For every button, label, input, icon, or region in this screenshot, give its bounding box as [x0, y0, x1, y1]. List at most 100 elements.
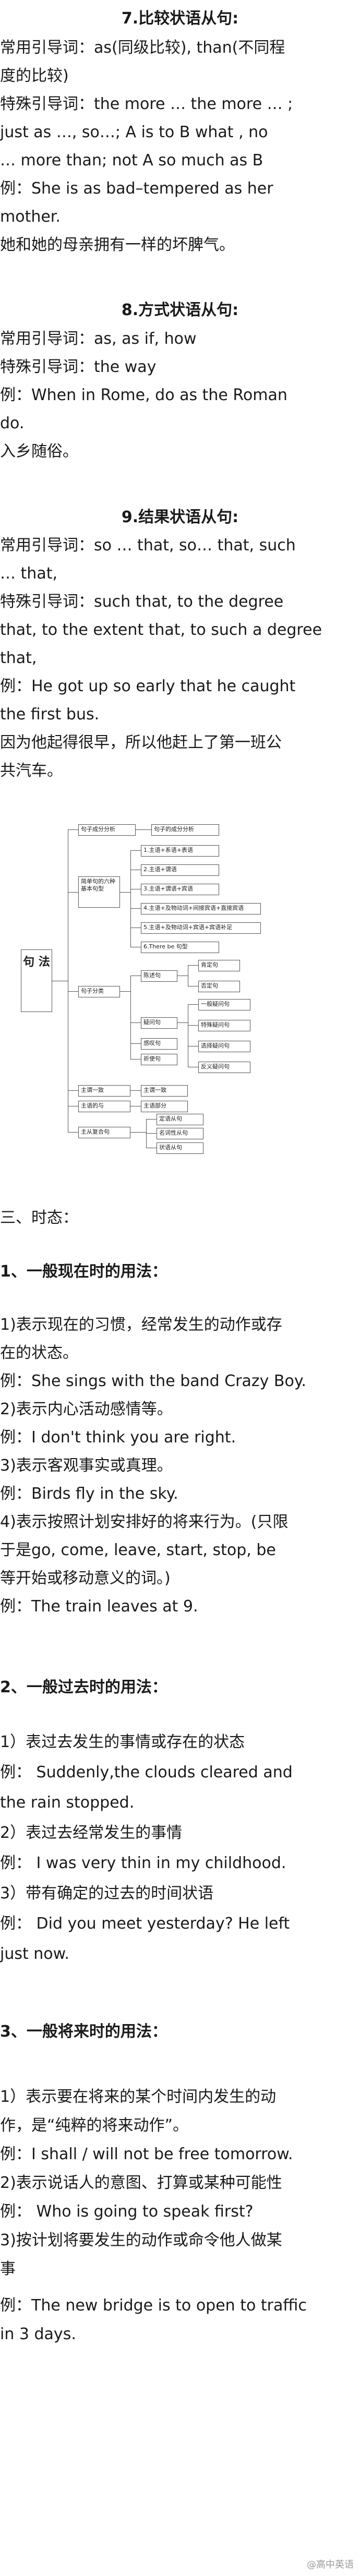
connector: [130, 850, 131, 947]
diagram-node: 主语部分: [141, 1101, 188, 1112]
connector: [68, 991, 78, 992]
diagram-root: 句 法: [21, 949, 52, 1012]
tense-1-example: 例：I don't think you are right.: [0, 1428, 236, 1447]
diagram-node: 句子分类: [78, 986, 120, 997]
section-9-line: … that,: [0, 564, 57, 583]
section-9-line: that, to the extent that, to such a degr…: [0, 621, 322, 639]
diagram-node: 4.主语+及物动词+间接宾语+直接宾语: [141, 903, 261, 914]
section-7-translation: 她和她的母亲拥有一样的坏脾气。: [0, 236, 235, 254]
diagram-node: 感叹句: [141, 1038, 177, 1050]
tense-2-example: 例： I was very thin in my childhood.: [0, 1854, 286, 1872]
diagram-node: 2.主语+谓语: [141, 864, 219, 876]
section-8-title: 8.方式状语从句:: [121, 301, 239, 319]
section-7-line: 常用引导词：as(同级比较), than(不同程: [0, 39, 285, 57]
tense-3-example: in 3 days.: [0, 2325, 76, 2343]
section-7-line: 度的比较): [0, 67, 69, 85]
diagram-node: 定语从句: [157, 1114, 203, 1125]
diagram-node: 5.主语+及物动词+宾语+宾语补足: [141, 922, 261, 934]
diagram-node: 特殊疑问句: [198, 1020, 250, 1031]
tense-1-title: 1、一般现在时的用法：: [0, 1262, 167, 1281]
diagram-node: 选择疑问句: [198, 1041, 250, 1052]
section-7-example: mother.: [0, 208, 61, 226]
diagram-node: 主谓一致: [141, 1085, 188, 1097]
connector: [68, 1090, 78, 1091]
section-9-line: 常用引导词：so … that, so… that, such: [0, 536, 296, 555]
connector: [130, 1090, 141, 1091]
section-9-translation: 共汽车。: [0, 762, 63, 780]
connector: [130, 1059, 141, 1060]
diagram-node: 名词性从句: [157, 1128, 203, 1139]
tense-1-line: 等开始或移动意义的词。): [0, 1569, 171, 1587]
section-7-title: 7.比较状语从句:: [121, 9, 239, 28]
diagram-node: 句子的成分分析: [151, 824, 219, 836]
connector: [120, 991, 130, 992]
tense-1-line: 1)表示现在的习惯，经常发生的动作或存: [0, 1316, 282, 1334]
diagram-node: 反义疑问句: [198, 1062, 250, 1073]
connector: [188, 1004, 198, 1005]
tense-3-line: 事: [0, 2260, 16, 2278]
diagram-node: 句子成分分析: [78, 824, 136, 836]
diagram-node: 状语从句: [157, 1142, 203, 1154]
tense-2-example: 例： Suddenly,the clouds cleared and: [0, 1763, 293, 1781]
tense-1-example: 例：She sings with the band Crazy Boy.: [0, 1372, 306, 1390]
section-9-line: 特殊引导词：such that, to the degree: [0, 593, 284, 611]
tense-1-example: 例：The train leaves at 9.: [0, 1597, 198, 1616]
connector: [130, 1022, 141, 1023]
section-9-translation: 因为他起得很早，所以他赶上了第一班公: [0, 733, 282, 752]
section-7-line: 特殊引导词：the more … the more … ;: [0, 95, 293, 113]
tense-1-line: 在的状态。: [0, 1344, 78, 1362]
connector: [146, 1119, 157, 1120]
diagram-node: 否定句: [198, 981, 240, 992]
connector: [68, 1132, 78, 1133]
tense-1-line: 2)表示内心活动感情等。: [0, 1400, 173, 1418]
tense-3-line: 2)表示说话人的意图、打算或某种可能性: [0, 2174, 282, 2192]
watermark: @高中英语: [307, 2559, 354, 2570]
tense-2-line: 3）带有确定的过去的时间状语: [0, 1884, 214, 1903]
connector: [177, 1022, 188, 1023]
diagram-node: 肯定句: [198, 960, 240, 971]
tense-1-line: 4)表示按照计划安排好的将来行为。(只限: [0, 1513, 289, 1531]
connector: [68, 829, 78, 830]
section-7-line: just as …, so…; A is to B what , no: [0, 123, 268, 141]
section-7-example: 例：She is as bad–tempered as her: [0, 179, 273, 198]
tense-1-example: 例：Birds fly in the sky.: [0, 1485, 178, 1503]
diagram-node: 主语的与: [78, 1101, 130, 1112]
connector: [146, 1133, 157, 1134]
section-9-line: that,: [0, 649, 37, 667]
diagram-node: 主从复合句: [78, 1127, 130, 1138]
tense-2-line: 1）表过去发生的事情或存在的状态: [0, 1733, 245, 1751]
diagram-node: 主谓一致: [78, 1085, 130, 1097]
connector: [130, 1132, 146, 1133]
syntax-diagram: 句 法 句子成分分析 句子的成分分析 简单句的六种基本句型 1.主语+系语+表语…: [16, 814, 344, 1154]
tense-3-example: 例：The new bridge is to open to traffic: [0, 2296, 307, 2315]
tense-3-title: 3、一般将来时的用法：: [0, 2023, 167, 2041]
diagram-node: 祈使句: [141, 1054, 177, 1065]
tense-3-example: 例：I shall / will not be free tomorrow.: [0, 2145, 293, 2163]
section-8-line: 特殊引导词：the way: [0, 358, 157, 376]
tense-2-line: 2）表过去经常发生的事情: [0, 1824, 183, 1842]
tense-3-example: 例： Who is going to speak first?: [0, 2202, 254, 2221]
connector: [130, 908, 141, 909]
section-8-line: 常用引导词：as, as if, how: [0, 330, 197, 348]
tense-3-line: 1）表示要在将来的某个时间内发生的动: [0, 2088, 277, 2106]
diagram-node: 疑问句: [141, 1017, 177, 1029]
connector: [130, 976, 131, 1059]
connector: [130, 850, 141, 851]
tense-2-example: 例： Did you meet yesterday? He left: [0, 1915, 290, 1933]
tense-1-line: 3)表示客观事实或真理。: [0, 1456, 173, 1475]
diagram-node: 3.主语+谓语+宾语: [141, 884, 219, 895]
connector: [188, 965, 198, 966]
diagram-node: 6.There be 句型: [141, 942, 219, 953]
tense-2-title: 2、一般过去时的用法：: [0, 1678, 167, 1696]
connector: [188, 1025, 198, 1026]
section-8-example: do.: [0, 414, 25, 432]
section-9-example: 例：He got up so early that he caught: [0, 677, 296, 695]
tense-heading: 三、时态：: [0, 1209, 78, 1227]
diagram-node: 一般疑问句: [198, 999, 250, 1010]
tense-2-example: just now.: [0, 1945, 69, 1963]
tense-2-example: the rain stopped.: [0, 1793, 135, 1812]
diagram-node: 陈述句: [141, 970, 177, 982]
connector: [136, 829, 151, 830]
section-9-title: 9.结果状语从句:: [121, 508, 239, 526]
